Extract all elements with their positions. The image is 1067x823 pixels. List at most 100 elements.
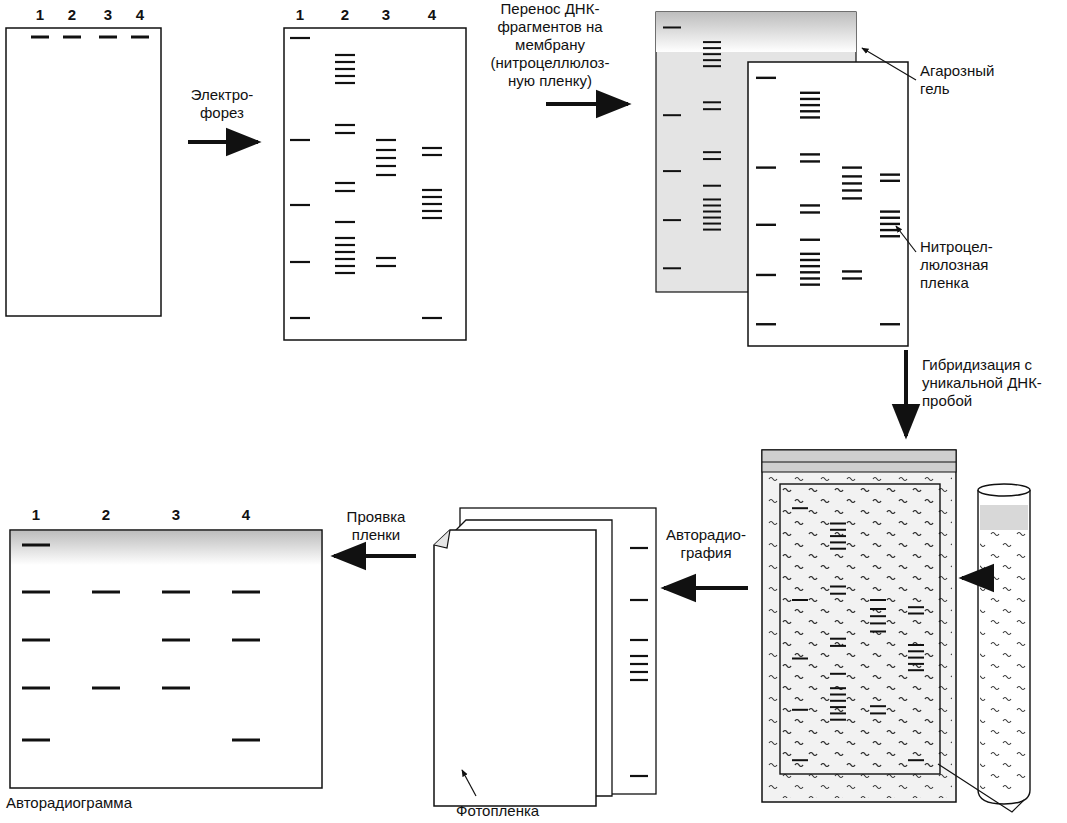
dna-band	[663, 219, 681, 221]
dna-band	[22, 544, 50, 547]
process-arrow	[334, 554, 416, 558]
membrane-in-probe	[780, 484, 940, 774]
lane-number: 3	[376, 6, 396, 24]
dna-band	[630, 547, 648, 549]
dna-band	[800, 211, 820, 213]
dna-band	[880, 210, 900, 212]
dna-band	[376, 139, 396, 141]
dna-band	[22, 639, 50, 642]
dna-band	[830, 529, 846, 531]
dna-band	[756, 77, 776, 79]
dna-band	[422, 147, 442, 149]
dna-band	[908, 669, 924, 671]
dna-band	[842, 175, 862, 177]
dna-band	[663, 114, 681, 116]
dna-band	[880, 235, 900, 237]
lane-number: 4	[130, 6, 150, 24]
dna-band	[880, 180, 900, 182]
dna-band	[908, 650, 924, 652]
dna-band	[703, 65, 721, 67]
dna-band	[335, 124, 355, 126]
step-label: Гибридизация с уникальной ДНК-пробой	[922, 356, 1058, 410]
step-label: Перенос ДНК-фрагментов на мембрану (нитр…	[475, 0, 625, 90]
dna-band	[376, 165, 396, 167]
dna-band	[792, 658, 808, 660]
dna-band	[422, 154, 442, 156]
dna-band	[870, 615, 886, 617]
dna-band	[830, 638, 846, 640]
dna-band	[870, 631, 886, 633]
dna-band	[335, 272, 355, 274]
dna-band	[663, 26, 681, 28]
dna-band	[908, 613, 924, 615]
process-arrow	[904, 350, 908, 436]
gel	[6, 28, 161, 316]
dna-band	[842, 270, 862, 272]
dna-band	[422, 217, 442, 219]
dna-band	[908, 644, 924, 646]
dna-band	[63, 36, 81, 39]
dna-band	[842, 166, 862, 168]
dna-band	[335, 237, 355, 239]
dna-band	[830, 706, 846, 708]
leader-arrow	[462, 770, 476, 796]
dna-band	[630, 599, 648, 601]
dna-band	[335, 75, 355, 77]
dna-band	[630, 679, 648, 681]
dna-band	[290, 204, 310, 206]
lane-number: 1	[290, 6, 310, 24]
dna-band	[830, 586, 846, 588]
dna-band	[756, 323, 776, 325]
dna-band	[232, 639, 260, 642]
dna-band	[335, 61, 355, 63]
dna-band	[870, 712, 886, 714]
dna-band	[663, 267, 681, 269]
dna-band	[830, 694, 846, 696]
dna-band	[31, 36, 49, 39]
dna-band	[792, 599, 808, 601]
dna-band	[335, 244, 355, 246]
dna-band	[830, 673, 846, 675]
dna-band	[162, 639, 190, 642]
dna-band	[800, 92, 820, 94]
process-arrow	[546, 102, 628, 106]
lane-number: 1	[30, 6, 50, 24]
dna-band	[232, 739, 260, 742]
dna-band	[703, 59, 721, 61]
process-arrow	[188, 140, 258, 144]
dna-band	[908, 657, 924, 659]
gel	[284, 28, 466, 340]
dna-band	[703, 158, 721, 160]
dna-band	[703, 185, 721, 187]
process-arrow	[962, 576, 972, 580]
dna-band	[800, 239, 820, 241]
dna-band	[162, 591, 190, 594]
dna-band	[630, 663, 648, 665]
dna-band	[335, 258, 355, 260]
lane-number: 2	[96, 506, 116, 524]
dna-band	[22, 739, 50, 742]
dna-band	[290, 317, 310, 319]
dna-band	[630, 775, 648, 777]
dna-band	[422, 196, 442, 198]
dna-band	[99, 36, 117, 39]
dna-band	[800, 116, 820, 118]
dna-band	[376, 149, 396, 151]
dna-band	[703, 47, 721, 49]
leader-line	[938, 764, 1024, 812]
dna-band	[376, 265, 396, 267]
dna-band	[335, 82, 355, 84]
dna-band	[842, 189, 862, 191]
dna-band	[870, 622, 886, 624]
hybridization-bag	[762, 450, 956, 802]
dna-band	[870, 705, 886, 707]
dna-band	[703, 217, 721, 219]
dna-band	[335, 221, 355, 223]
dna-band	[830, 535, 846, 537]
lane-number: 3	[98, 6, 118, 24]
dna-band	[703, 101, 721, 103]
dna-band	[22, 591, 50, 594]
process-arrow	[664, 586, 748, 590]
dna-band	[376, 174, 396, 176]
